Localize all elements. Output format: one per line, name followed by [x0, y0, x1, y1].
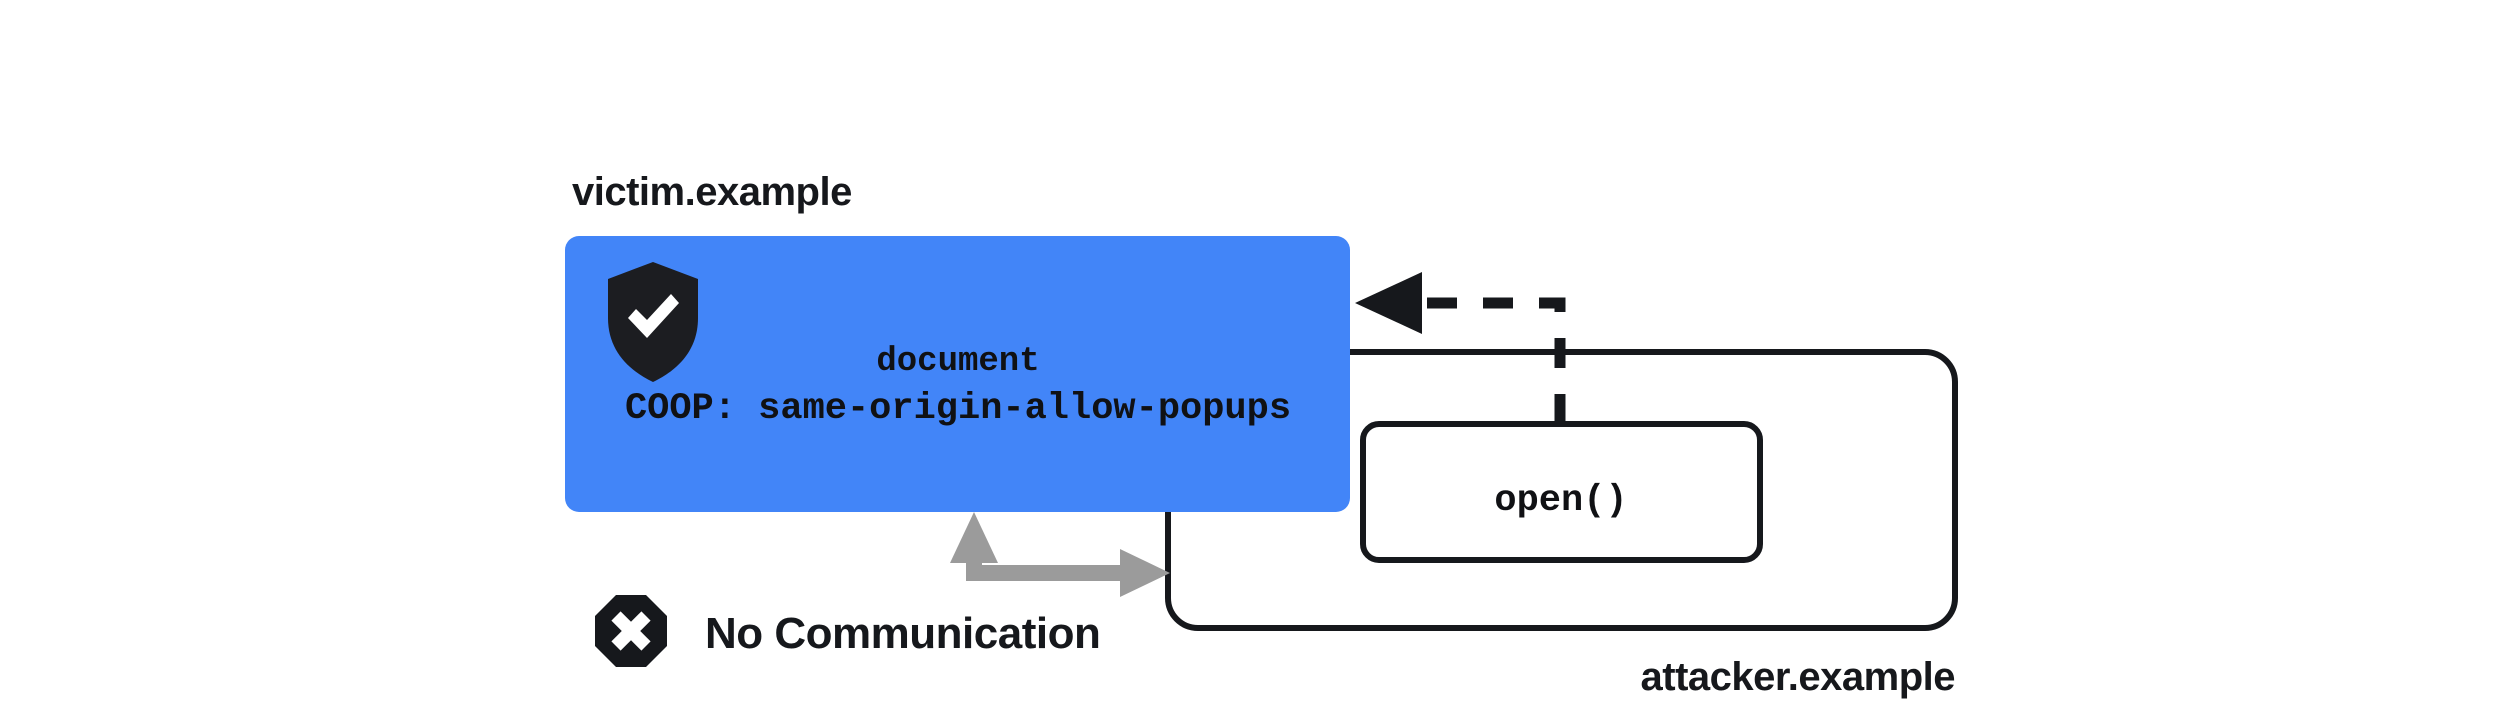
gray-elbow-double-arrow-icon — [950, 512, 1170, 597]
shield-checkmark-shape — [628, 294, 679, 338]
victim-origin-label: victim.example — [572, 170, 852, 214]
attacker-origin-label: attacker.example — [1641, 655, 1955, 699]
dashed-arrow-path — [1418, 297, 1566, 424]
gray-arrow-right-head — [1120, 549, 1170, 597]
shield-check-icon — [608, 262, 698, 382]
open-call-outline — [1360, 421, 1763, 563]
octagon-x-stroke-b — [611, 611, 651, 651]
gray-arrow-right-shaft — [966, 565, 1144, 581]
octagon-x-mark — [611, 611, 651, 651]
victim-document-label: document — [876, 343, 1039, 381]
victim-document-panel: document COOP: same-origin-allow-popups — [565, 236, 1350, 512]
open-call-label: open() — [1494, 480, 1627, 522]
victim-panel-background — [565, 236, 1350, 512]
victim-coop-header-value: COOP: same-origin-allow-popups — [625, 388, 1291, 430]
no-communication-label: No Communication — [705, 609, 1100, 658]
octagon-x-icon — [595, 595, 667, 667]
open-call-box: open() — [1360, 421, 1763, 563]
gray-arrow-up-head — [950, 512, 998, 563]
dashed-arrow-left-icon — [1355, 272, 1566, 424]
dashed-arrow-head — [1355, 272, 1422, 334]
